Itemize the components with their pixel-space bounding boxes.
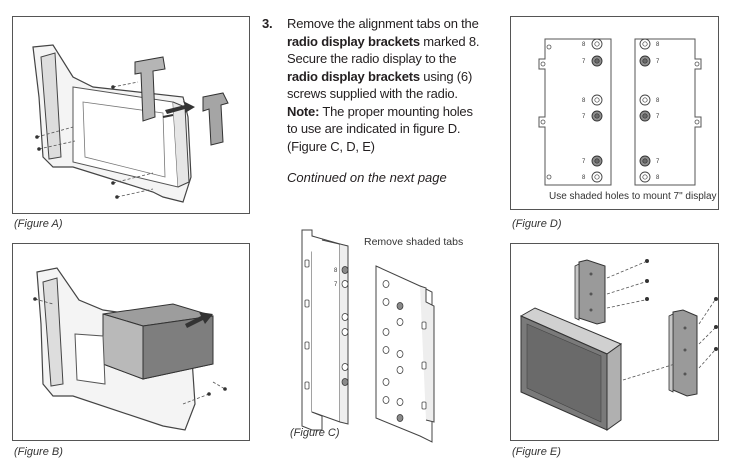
figure-d-label-7: 7 [582, 114, 586, 120]
figure-d-label-8: 8 [656, 42, 660, 48]
figure-d-label-7: 7 [656, 59, 660, 65]
figure-c-caption: (Figure C) [290, 427, 340, 439]
figure-d-panel: 8 7 8 7 7 8 8 7 8 7 7 8 Use sh [510, 16, 719, 210]
figure-c-label: Remove shaded tabs [364, 236, 464, 248]
step-text-part: using (6) screws supplied with the radio… [287, 68, 473, 102]
figure-d-label-8: 8 [656, 175, 660, 181]
figure-a-caption: (Figure A) [14, 218, 63, 230]
figure-d-holes-right: 8 7 8 7 7 8 [639, 38, 660, 183]
figure-a-panel [12, 16, 250, 214]
figure-c-illustration: 8 7 [301, 229, 435, 443]
figure-d-label-8: 8 [656, 98, 660, 104]
figure-c-hole-label-8: 8 [334, 268, 338, 274]
figure-b-caption: (Figure B) [14, 446, 63, 458]
step-text-part: marked 8. Secure the radio display to th… [287, 33, 480, 67]
step-note-label: Note: [287, 103, 320, 119]
figure-e-panel [510, 243, 719, 441]
step-bold-part: radio display brackets [287, 68, 420, 84]
figure-d-caption: (Figure D) [512, 218, 562, 230]
figure-a-illustration [32, 44, 229, 203]
figure-d-label-7: 7 [656, 114, 660, 120]
step-3-instructions: 3. Remove the alignment tabs on the radi… [262, 15, 484, 155]
figure-d-illustration: 8 7 8 7 7 8 8 7 8 7 7 8 [538, 38, 702, 186]
figure-d-label-7: 7 [582, 59, 586, 65]
figure-e-illustration [519, 259, 718, 431]
figure-d-label-8: 8 [582, 98, 586, 104]
figure-b-illustration [33, 267, 227, 431]
step-text-part: Remove the alignment tabs on the [287, 16, 479, 31]
figure-e-caption: (Figure E) [512, 446, 561, 458]
step-bold-part: radio display brackets [287, 33, 420, 49]
figure-d-label-7: 7 [656, 159, 660, 165]
step-text-part: The proper mounting holes to use are ind… [287, 103, 473, 154]
figure-d-label-8: 8 [582, 175, 586, 181]
figure-b-panel [12, 243, 250, 441]
figure-d-label-8: 8 [582, 42, 586, 48]
step-text: Remove the alignment tabs on the radio d… [287, 15, 484, 155]
figure-d-label: Use shaded holes to mount 7" display [549, 191, 717, 202]
figure-d-holes-left: 8 7 8 7 7 8 [582, 38, 603, 183]
step-number: 3. [262, 16, 273, 31]
figure-c-hole-label-7: 7 [334, 282, 338, 288]
continued-note: Continued on the next page [287, 170, 447, 185]
figure-d-label-7: 7 [582, 159, 586, 165]
